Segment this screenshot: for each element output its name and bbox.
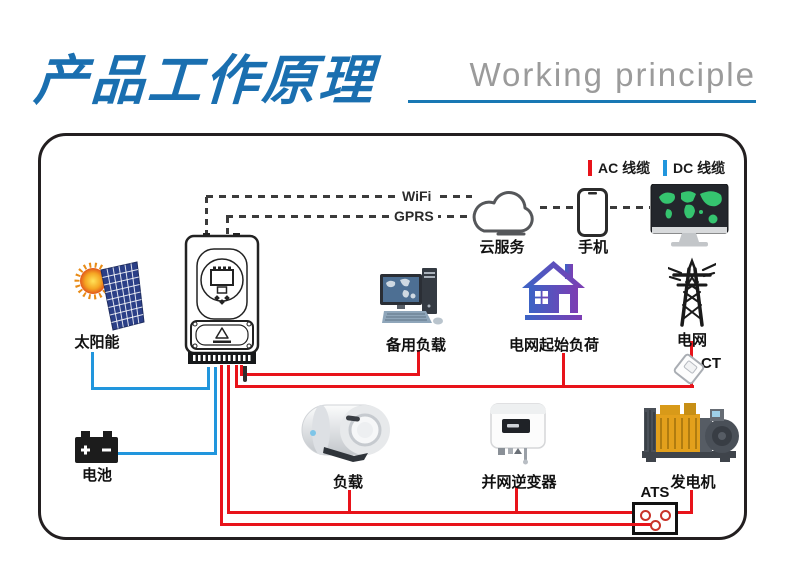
diagram-panel <box>38 133 747 540</box>
ct-label: CT <box>701 355 721 372</box>
monitor-icon <box>650 183 730 252</box>
generator-icon <box>640 396 740 469</box>
phone-label: 手机 <box>577 239 608 256</box>
dc-wire-solar-up <box>207 367 210 390</box>
hybrid-inverter-icon <box>183 233 261 374</box>
ac-wire-ats-h <box>220 523 656 526</box>
backup-load-label: 备用负载 <box>385 337 446 354</box>
ats-terminal-right <box>660 510 671 521</box>
ats-label: ATS <box>640 484 670 501</box>
gprs-drop-line <box>226 217 229 239</box>
ats-terminal-bottom <box>650 520 661 531</box>
ac-wire-load-h <box>227 511 634 514</box>
solar-label: 太阳能 <box>74 334 120 351</box>
house-icon <box>520 257 587 328</box>
grid-tie-inverter-icon <box>488 402 550 471</box>
title-underline <box>408 100 756 103</box>
ac-wire-load-v <box>227 365 230 514</box>
dc-wire-battery-h <box>112 452 217 455</box>
dc-color-swatch <box>663 160 667 176</box>
battery-label: 电池 <box>81 467 112 484</box>
ac-wire-gen-v <box>690 490 693 514</box>
grid-tie-inverter-label: 并网逆变器 <box>481 474 557 491</box>
cloud-label: 云服务 <box>479 239 525 256</box>
ac-wire-gen-h <box>676 511 693 514</box>
sensor-pin <box>243 366 247 382</box>
grid-tower-icon <box>666 255 718 332</box>
wifi-line <box>206 195 472 198</box>
water-heater-icon <box>300 397 392 470</box>
generator-label: 发电机 <box>670 474 716 491</box>
battery-icon <box>75 431 120 470</box>
solar-panel-icon <box>55 252 145 342</box>
ac-color-swatch <box>588 160 592 176</box>
grid-label: 电网 <box>676 332 707 349</box>
ac-wire-grid-stub <box>235 365 238 388</box>
ats-box-icon <box>632 502 678 535</box>
gprs-line <box>226 215 468 218</box>
ac-wire-backup-v <box>417 350 420 376</box>
ac-wire-backup-h <box>240 373 420 376</box>
ac-wire-ats-v <box>220 365 223 526</box>
dc-wire-solar-v <box>91 352 94 390</box>
ac-wire-gti-v <box>515 487 518 514</box>
gprs-label: GPRS <box>390 208 438 224</box>
load-label: 负载 <box>332 474 363 491</box>
page-subtitle: Working principle <box>469 56 756 93</box>
page-title: 产品工作原理 <box>32 51 378 111</box>
wifi-drop-line <box>205 197 208 239</box>
legend-dc: DC 线缆 <box>663 158 725 178</box>
dc-wire-solar-h <box>91 387 210 390</box>
phone-monitor-line <box>610 206 650 209</box>
cloud-phone-line <box>540 206 576 209</box>
phone-icon <box>577 188 608 242</box>
cloud-icon <box>460 185 544 244</box>
legend-ac-label: AC 线缆 <box>598 160 651 176</box>
ac-wire-heater-v <box>348 490 351 514</box>
initial-load-label: 电网起始负荷 <box>508 337 599 354</box>
legend-ac: AC 线缆 <box>588 158 650 178</box>
ac-wire-grid-h <box>235 385 694 388</box>
ats-terminal-left <box>640 510 651 521</box>
dc-wire-battery-v <box>214 367 217 455</box>
ac-wire-house-v <box>562 353 565 388</box>
wifi-label: WiFi <box>398 188 436 204</box>
ac-wire-backup-stub <box>240 365 243 376</box>
backup-load-computer-icon <box>380 268 444 337</box>
legend-dc-label: DC 线缆 <box>673 160 726 176</box>
